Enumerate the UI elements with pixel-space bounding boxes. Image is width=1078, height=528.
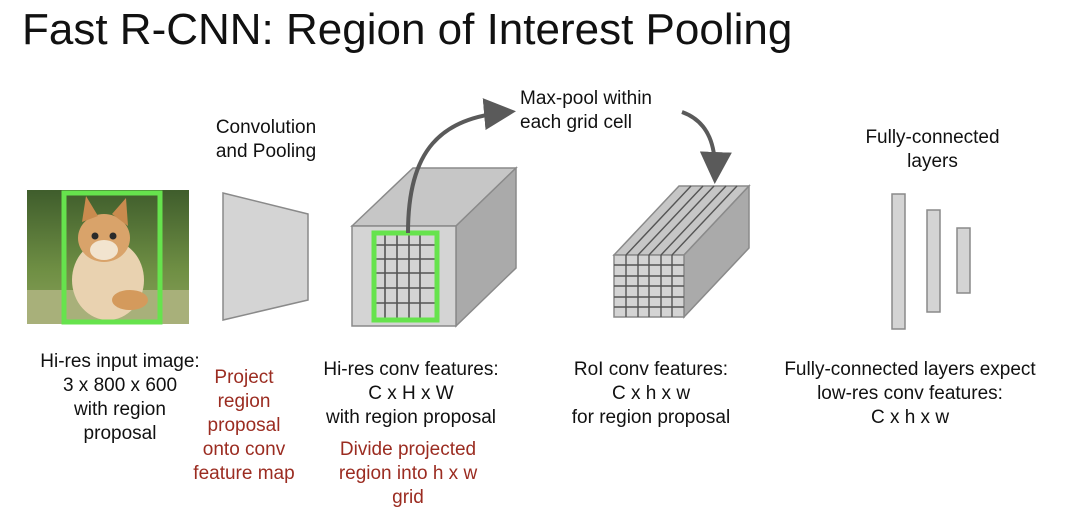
arrow-to-roi-features (681, 110, 732, 184)
conv-pooling-label: Convolution and Pooling (215, 117, 317, 162)
fc-layer-3 (956, 227, 971, 294)
fc-layer-1 (891, 193, 906, 330)
roi-grid (614, 185, 738, 317)
conv-features-caption: Hi-res conv features: C x H x W with reg… (323, 359, 499, 428)
fc-layer-2 (926, 209, 941, 313)
conv-pooling-shape (222, 192, 309, 321)
projected-region-box (371, 230, 440, 323)
region-proposal-box (61, 190, 163, 325)
projected-region-grid (374, 233, 437, 320)
input-image (27, 190, 189, 324)
fc-caption: Fully-connected layers expect low-res co… (784, 359, 1036, 428)
page-title: Fast R-CNN: Region of Interest Pooling (22, 5, 793, 54)
maxpool-label: Max-pool within each grid cell (520, 88, 652, 133)
fc-layers-label: Fully-connected layers (865, 127, 1000, 172)
arrow-to-maxpool (406, 98, 516, 234)
divide-grid-note: Divide projected region into h x w grid (338, 439, 478, 508)
project-region-note: Project region proposal onto conv featur… (193, 367, 295, 484)
roi-features-caption: RoI conv features: C x h x w for region … (571, 359, 731, 428)
input-image-caption: Hi-res input image: 3 x 800 x 600 with r… (40, 351, 200, 444)
